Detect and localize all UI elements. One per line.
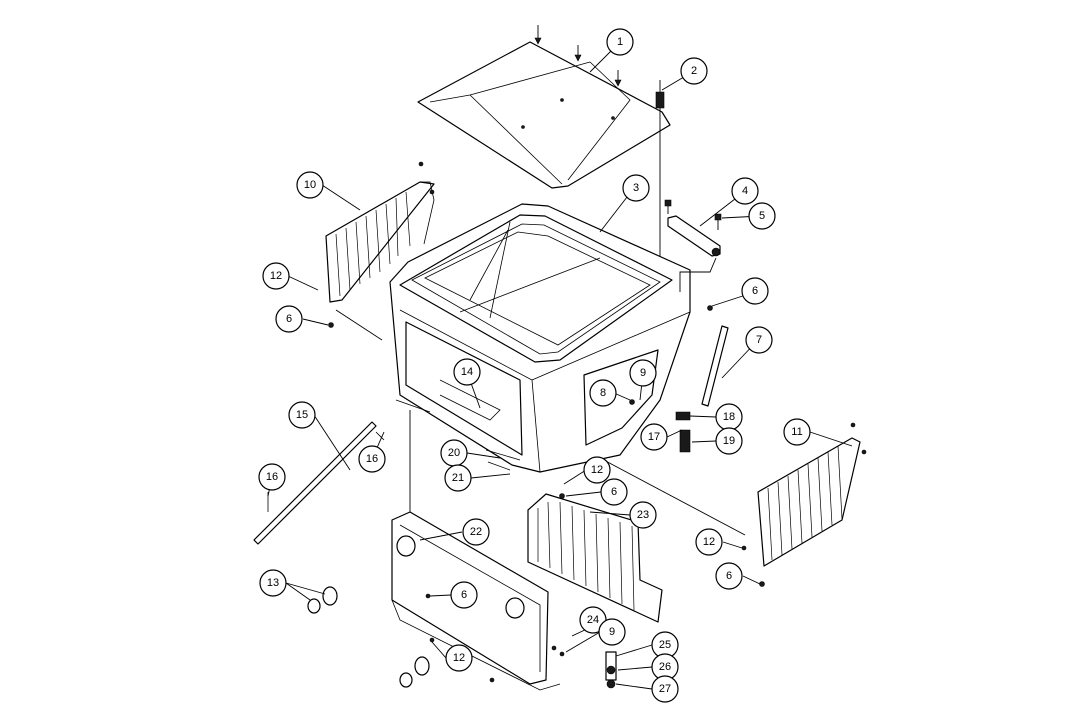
- callout-12-d: 12: [695, 528, 723, 556]
- callout-6-c: 6: [600, 478, 628, 506]
- vertical-rod: [655, 80, 665, 290]
- callout-27: 27: [651, 675, 679, 703]
- callout-12-a-label: 12: [270, 270, 282, 282]
- callout-6-d-label: 6: [461, 589, 467, 601]
- callout-4-label: 4: [742, 185, 748, 197]
- callout-13: 13: [259, 569, 287, 597]
- callout-5-label: 5: [759, 210, 765, 222]
- gas-strut: [701, 325, 729, 407]
- callout-9-b-label: 9: [609, 626, 615, 638]
- callout-9-a-label: 9: [640, 367, 646, 379]
- callout-16-a: 16: [358, 445, 386, 473]
- callout-16-b: 16: [258, 463, 286, 491]
- callout-6-e: 6: [715, 562, 743, 590]
- callout-22: 22: [462, 518, 490, 546]
- callout-18: 18: [715, 403, 743, 431]
- callout-12-b-label: 12: [591, 464, 603, 476]
- callout-11-label: 11: [791, 426, 802, 438]
- callout-17: 17: [640, 423, 668, 451]
- knobs: [307, 586, 430, 688]
- callout-3: 3: [622, 174, 650, 202]
- callout-25: 25: [651, 631, 679, 659]
- callout-17-label: 17: [648, 431, 660, 443]
- callout-26: 26: [651, 653, 679, 681]
- side-panel-right: [757, 422, 867, 567]
- callout-22-label: 22: [470, 526, 482, 538]
- callout-7: 7: [745, 326, 773, 354]
- cab-frame: [389, 203, 691, 473]
- callout-14-label: 14: [461, 366, 473, 378]
- callout-8: 8: [589, 379, 617, 407]
- callout-13-label: 13: [267, 577, 279, 589]
- callout-7-label: 7: [756, 334, 762, 346]
- callout-21-label: 21: [452, 472, 464, 484]
- callout-4: 4: [731, 177, 759, 205]
- callout-20-label: 20: [448, 447, 460, 459]
- callout-6-c-label: 6: [611, 486, 617, 498]
- hardware: [267, 305, 765, 689]
- callout-6-e-label: 6: [726, 570, 732, 582]
- callout-16-b-label: 16: [266, 471, 278, 483]
- callout-6-a-label: 6: [752, 285, 758, 297]
- callout-24-label: 24: [587, 614, 599, 626]
- callout-12-c-label: 12: [453, 652, 465, 664]
- callout-9-a: 9: [629, 359, 657, 387]
- callout-12-c: 12: [445, 644, 473, 672]
- callout-6-b-label: 6: [286, 313, 292, 325]
- callout-10-label: 10: [304, 179, 316, 191]
- callout-19-label: 19: [723, 435, 735, 447]
- callout-12-d-label: 12: [703, 536, 715, 548]
- callout-18-label: 18: [723, 411, 735, 423]
- callout-11: 11: [783, 418, 811, 446]
- callout-1-label: 1: [617, 36, 623, 48]
- callout-25-label: 25: [659, 639, 671, 651]
- callout-3-label: 3: [633, 182, 639, 194]
- callout-2: 2: [680, 57, 708, 85]
- callout-15: 15: [288, 401, 316, 429]
- callout-21: 21: [444, 464, 472, 492]
- callout-8-label: 8: [600, 387, 606, 399]
- callout-6-b: 6: [275, 305, 303, 333]
- callout-5: 5: [748, 202, 776, 230]
- callout-23-label: 23: [637, 509, 649, 521]
- callout-26-label: 26: [659, 661, 671, 673]
- callout-10: 10: [296, 171, 324, 199]
- callout-20: 20: [440, 439, 468, 467]
- callout-2-label: 2: [691, 65, 697, 77]
- callout-23: 23: [629, 501, 657, 529]
- callout-6-d: 6: [450, 581, 478, 609]
- callout-12-a: 12: [262, 262, 290, 290]
- callout-9-b: 9: [598, 618, 626, 646]
- callout-16-a-label: 16: [366, 453, 378, 465]
- long-rod: [253, 421, 377, 545]
- callout-15-label: 15: [296, 409, 308, 421]
- bracket: [664, 199, 722, 292]
- callout-14: 14: [453, 358, 481, 386]
- callout-12-b: 12: [583, 456, 611, 484]
- side-panel-left: [325, 161, 435, 303]
- callout-27-label: 27: [659, 683, 671, 695]
- callout-19: 19: [715, 427, 743, 455]
- callout-1: 1: [606, 28, 634, 56]
- roof-panel: [417, 25, 671, 189]
- callout-6-a: 6: [741, 277, 769, 305]
